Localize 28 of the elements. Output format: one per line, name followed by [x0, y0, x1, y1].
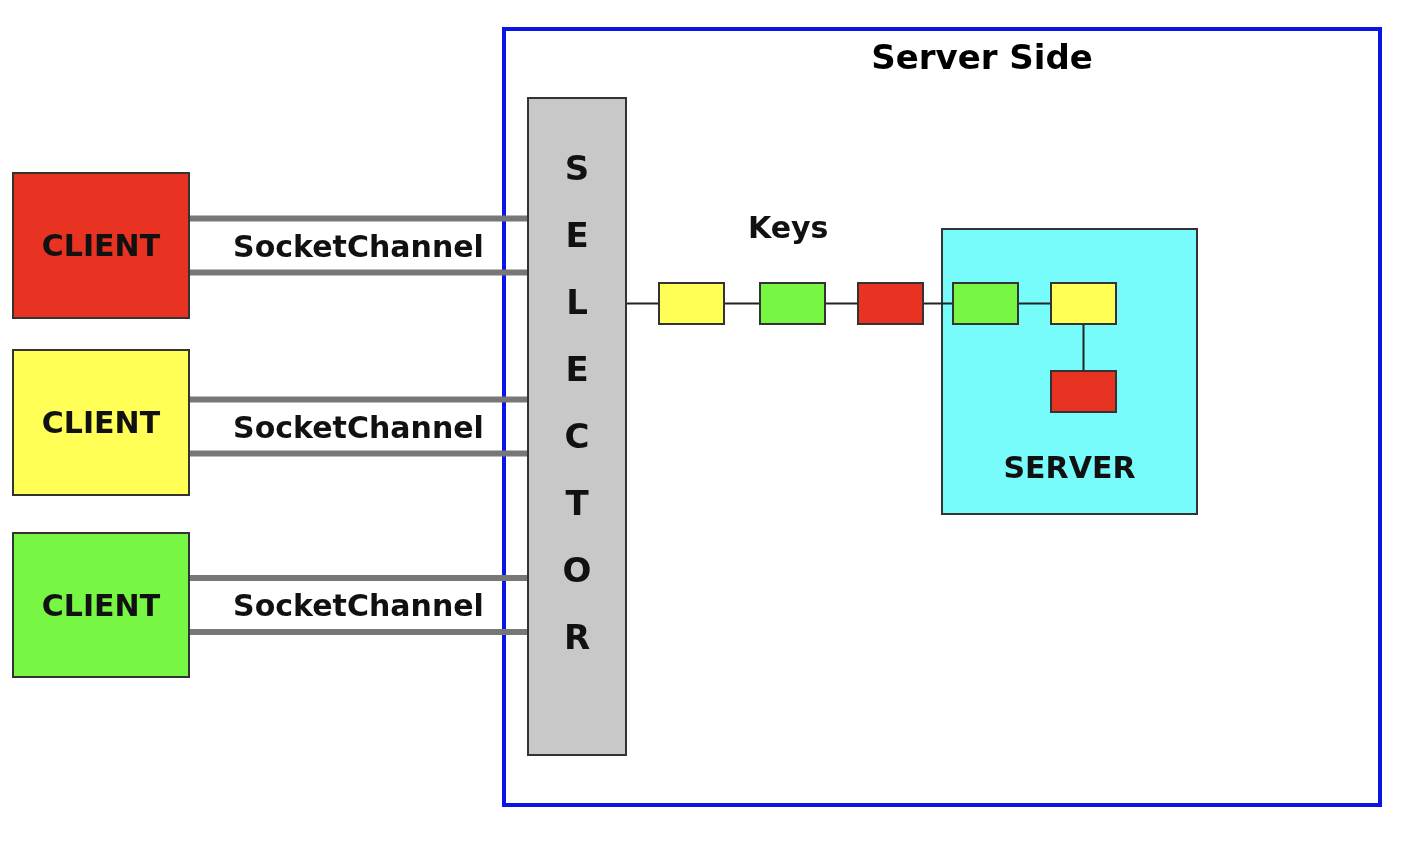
key-box: [1050, 282, 1117, 325]
client-label: CLIENT: [41, 405, 161, 440]
server-side-frame: [502, 27, 1382, 807]
channel-pipe: [187, 575, 530, 635]
connector-line: [626, 302, 659, 305]
frame-title: Server Side: [871, 37, 1093, 77]
key-box: [952, 282, 1019, 325]
client-label: CLIENT: [41, 587, 161, 623]
channel-pipe: [187, 215, 530, 276]
channel-pipe: [187, 396, 530, 457]
key-box: [857, 282, 924, 325]
keys-label: Keys: [748, 210, 829, 245]
connector-line: [724, 302, 760, 305]
key-box: [1050, 370, 1117, 413]
key-box: [658, 282, 725, 325]
selector-bar: [527, 97, 627, 756]
server-label: SERVER: [1003, 450, 1136, 485]
client-box: [12, 532, 190, 678]
client-box: [12, 172, 190, 319]
key-box: [759, 282, 826, 325]
client-label: CLIENT: [41, 228, 161, 263]
connector-line: [1082, 324, 1085, 371]
connector-line: [1018, 302, 1051, 305]
client-box: [12, 349, 190, 496]
selector-label: SELECTOR: [561, 147, 593, 659]
server-box: [941, 228, 1198, 515]
connector-line: [825, 302, 858, 305]
connector-line: [923, 302, 953, 305]
